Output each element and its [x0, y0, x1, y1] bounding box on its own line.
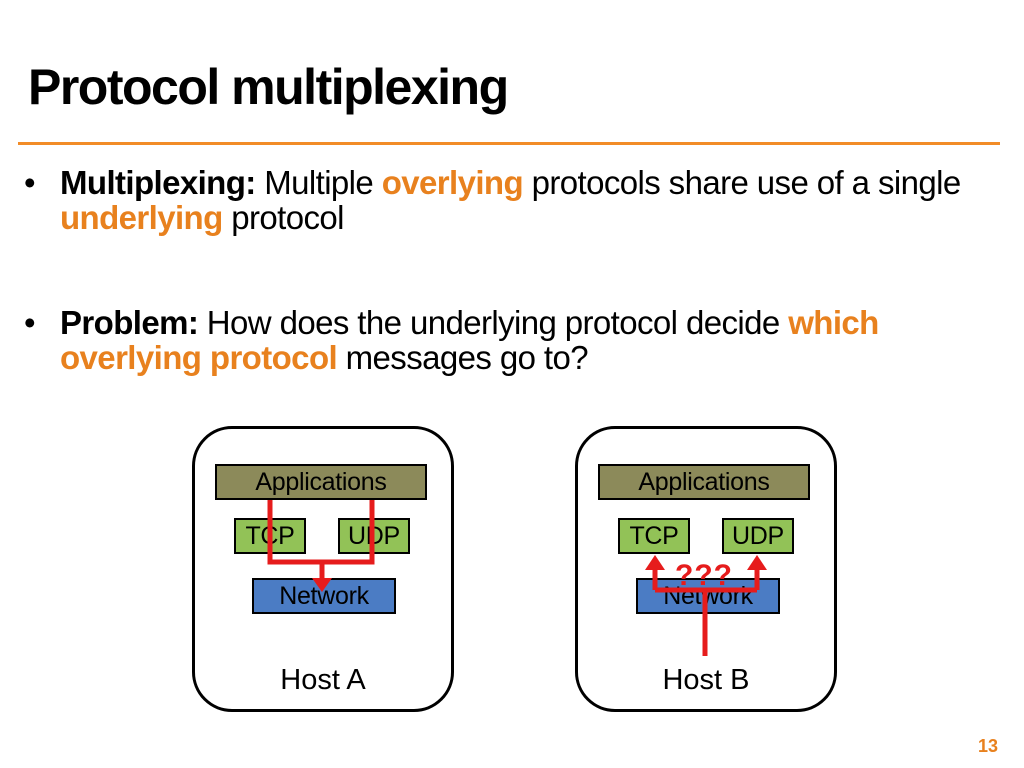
bullet-marker: •	[24, 304, 36, 341]
bullet-marker: •	[24, 164, 36, 201]
host-a-applications-layer: Applications	[215, 464, 427, 500]
host-b-udp-box: UDP	[722, 518, 794, 554]
bullet-text: Multiplexing: Multiple overlying protoco…	[60, 165, 1000, 235]
bullet-text: Problem: How does the underlying protoco…	[60, 305, 1000, 375]
slide-title: Protocol multiplexing	[28, 59, 509, 115]
bullet-text-run: How does the underlying protocol decide	[206, 304, 789, 341]
bullet-text-run: protocols share use of a single	[523, 164, 962, 201]
term-multiplexing: Multiplexing:	[60, 164, 265, 201]
host-a-network-box: Network	[252, 578, 396, 614]
demux-question-marks: ???	[675, 559, 733, 592]
host-a-tcp-box: TCP	[234, 518, 306, 554]
title-divider	[18, 142, 1000, 145]
host-b-tcp-box: TCP	[618, 518, 690, 554]
page-number: 13	[977, 736, 998, 756]
bullet-text-run: Multiple	[264, 164, 382, 201]
bullet-text-run: protocol	[222, 199, 344, 236]
highlight-underlying: underlying	[60, 199, 223, 236]
highlight-which-overlying-protocol: which overlying protocol	[60, 304, 879, 376]
bullet-text-run: messages go to?	[337, 339, 589, 376]
host-b-applications-layer: Applications	[598, 464, 810, 500]
host-b-label: Host B	[662, 664, 750, 696]
host-a-label: Host A	[280, 664, 366, 696]
term-problem: Problem:	[60, 304, 207, 341]
host-a-udp-box: UDP	[338, 518, 410, 554]
highlight-overlying: overlying	[381, 164, 524, 201]
